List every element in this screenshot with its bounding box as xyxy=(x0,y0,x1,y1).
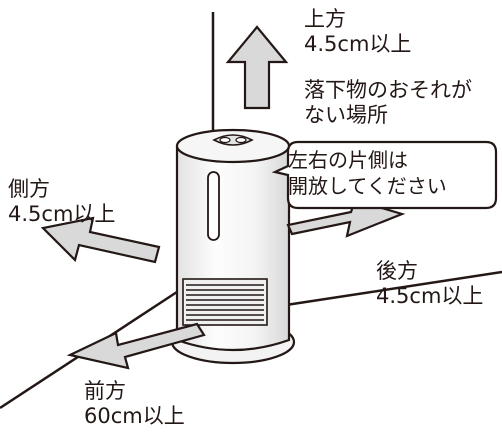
back-label-title: 後方 xyxy=(376,259,418,283)
top-clearance-label: 上方 4.5cm以上 xyxy=(304,7,411,57)
top-note-line-1: 落下物のおそれが xyxy=(304,78,472,102)
front-label-distance: 60cm以上 xyxy=(84,404,185,428)
top-label-title: 上方 xyxy=(304,7,346,31)
arrow-front xyxy=(66,322,206,370)
heater-grille-slats xyxy=(186,284,264,321)
top-note-label: 落下物のおそれが ない場所 xyxy=(304,78,472,128)
side-label-title: 側方 xyxy=(8,177,50,201)
back-clearance-label: 後方 4.5cm以上 xyxy=(376,259,483,309)
back-label-distance: 4.5cm以上 xyxy=(376,284,484,308)
heater-knob-right xyxy=(235,136,247,144)
heater-grille xyxy=(182,278,268,326)
clearance-arrows xyxy=(40,25,406,370)
heater-illustration xyxy=(170,128,296,365)
heater-knob-left xyxy=(219,136,231,144)
front-label-title: 前方 xyxy=(84,379,126,403)
front-clearance-label: 前方 60cm以上 xyxy=(84,379,185,429)
callout-line-1: 左右の片側は xyxy=(288,148,408,172)
arrow-left xyxy=(40,216,161,264)
side-clearance-label: 側方 4.5cm以上 xyxy=(8,177,115,227)
callout-text: 左右の片側は 開放してください xyxy=(288,147,493,199)
callout-bubble xyxy=(271,140,498,210)
top-note-line-2: ない場所 xyxy=(304,103,388,127)
side-label-distance: 4.5cm以上 xyxy=(8,202,116,226)
wall-floor-right-line xyxy=(285,270,502,307)
heater-indicator-slot xyxy=(207,171,220,241)
top-label-distance: 4.5cm以上 xyxy=(304,32,412,56)
arrow-up xyxy=(225,25,289,110)
callout-line-2: 開放してください xyxy=(288,174,447,198)
